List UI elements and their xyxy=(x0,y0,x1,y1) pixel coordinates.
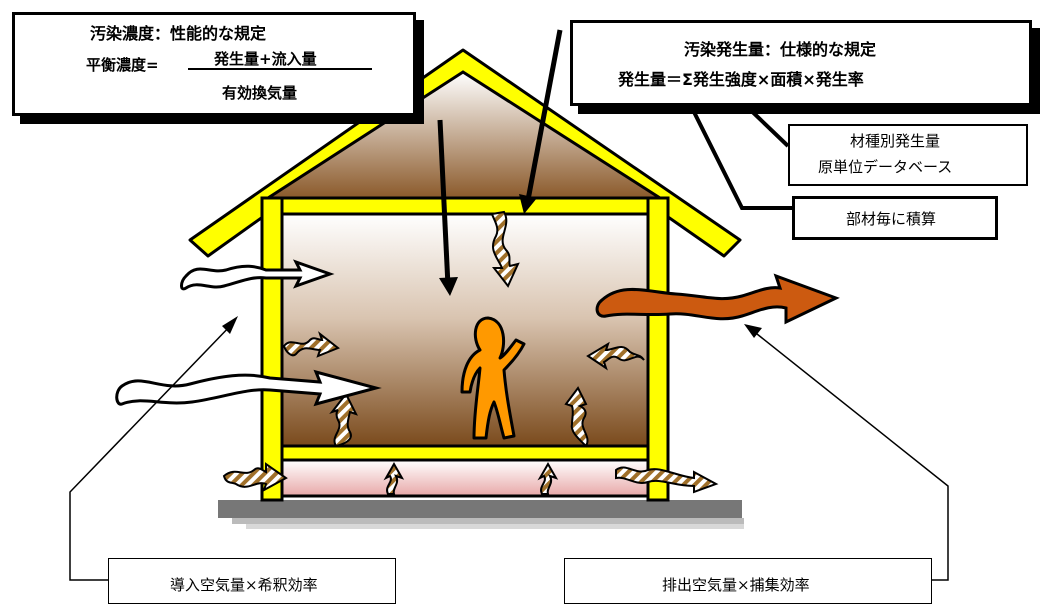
ground-shadow-2 xyxy=(246,524,744,529)
spec-title: 汚染発生量：仕様的な規定 xyxy=(684,40,877,59)
leader-lines xyxy=(69,29,949,581)
emission-arrows xyxy=(222,210,719,495)
attic-beam xyxy=(260,196,666,216)
spec-equation: 発生量＝Σ発生強度×面積×発生率 xyxy=(618,70,864,89)
database-box xyxy=(788,124,1028,186)
equation-numerator: 発生量+流入量 xyxy=(214,50,317,68)
emission-arrow-right xyxy=(586,341,645,371)
exhaust-label: 排出空気量×捕集効率 xyxy=(662,576,810,594)
leader-intake xyxy=(69,321,235,581)
roof-frame xyxy=(188,48,742,258)
emission-arrow-underfloor-1 xyxy=(383,461,405,495)
inflow-arrow-upper xyxy=(180,259,335,291)
leader-exhaust-head xyxy=(744,324,762,338)
intake-label: 導入空気量×希釈効率 xyxy=(170,576,318,594)
performance-box xyxy=(12,12,416,116)
underfloor-space xyxy=(280,458,650,498)
fraction-bar xyxy=(188,68,372,70)
emission-arrow-underfloor-2 xyxy=(537,461,559,495)
leader-intake-head xyxy=(222,316,238,334)
database-line2: 原単位データベース xyxy=(818,158,953,176)
left-wall xyxy=(260,196,284,502)
emission-arrow-left-upper xyxy=(282,331,340,358)
ground-slab xyxy=(218,500,742,518)
inflow-arrow-lower xyxy=(115,369,382,407)
leader-spec xyxy=(525,29,563,201)
database-line1: 材種別発生量 xyxy=(850,132,941,150)
inlet-arrow-underfloor xyxy=(222,462,288,493)
outlet-arrow-underfloor xyxy=(615,466,719,494)
person-figure xyxy=(460,316,526,440)
leader-spec-head xyxy=(519,194,537,214)
accumulate-label: 部材毎に積算 xyxy=(846,210,937,228)
spec-box xyxy=(570,20,1032,106)
leader-performance-head xyxy=(439,277,458,296)
accumulate-box xyxy=(792,196,998,240)
right-wall xyxy=(646,196,670,502)
emission-arrow-ceiling xyxy=(490,210,520,288)
leader-exhaust xyxy=(751,329,949,581)
outflow-arrow xyxy=(595,273,840,325)
ground-shadow xyxy=(232,518,744,524)
leader-performance xyxy=(437,119,451,287)
performance-title: 汚染濃度：性能的な規定 xyxy=(90,24,267,43)
equation-lhs: 平衡濃度= xyxy=(86,56,159,74)
leader-accumulate xyxy=(688,103,792,210)
floor-beam xyxy=(280,444,650,462)
emission-arrow-floor-right xyxy=(564,386,589,448)
equation-denominator: 有効換気量 xyxy=(222,84,298,102)
